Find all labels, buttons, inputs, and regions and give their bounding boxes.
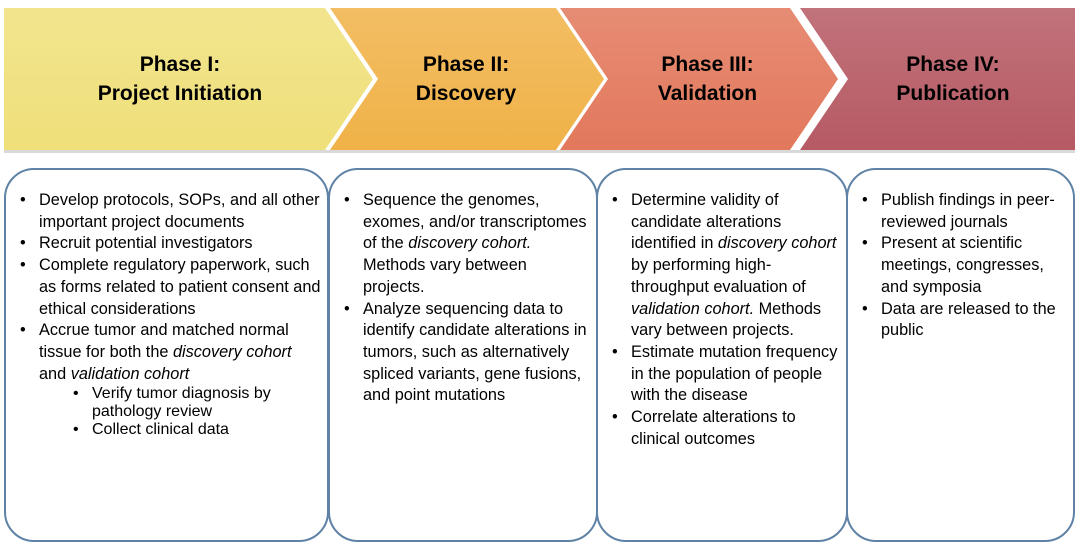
- phase-2-title-number: Phase II:: [422, 53, 510, 76]
- phase-2-title: Phase II: Discovery: [356, 50, 576, 108]
- task-item-text: by performing high-throughput evaluation…: [631, 256, 806, 296]
- phase-1-title-number: Phase I:: [139, 53, 221, 76]
- task-item: Analyze sequencing data to identify cand…: [338, 299, 590, 408]
- phase-1-title-name: Project Initiation: [97, 82, 263, 105]
- task-item-text: Correlate alterations to clinical outcom…: [631, 408, 796, 448]
- task-item-text: Complete regulatory paperwork, such as f…: [39, 256, 321, 318]
- phase-4-chevron: [800, 8, 1075, 150]
- task-item: Recruit potential investigators: [14, 233, 321, 255]
- phase-3-title-number: Phase III:: [661, 53, 754, 76]
- task-item-emphasis: validation cohort.: [631, 299, 755, 318]
- task-item: Complete regulatory paperwork, such as f…: [14, 255, 321, 320]
- task-item: Develop protocols, SOPs, and all other i…: [14, 190, 321, 233]
- task-item: Present at scientific meetings, congress…: [856, 233, 1067, 298]
- phase-2-task-list: Sequence the genomes, exomes, and/or tra…: [338, 190, 590, 407]
- task-item-text: Methods vary between projects.: [631, 299, 822, 340]
- phase-4-task-list: Publish findings in peer-reviewed journa…: [856, 190, 1067, 342]
- phase-4-title-name: Publication: [896, 82, 1010, 105]
- task-item: Accrue tumor and matched normal tissue f…: [14, 320, 321, 385]
- phase-2-details-box: Sequence the genomes, exomes, and/or tra…: [328, 168, 598, 542]
- task-item-text: Publish findings in peer-reviewed journa…: [881, 191, 1055, 231]
- task-item-text: Data are released to the public: [881, 299, 1056, 340]
- task-item-text: Recruit potential investigators: [39, 234, 253, 253]
- task-item-emphasis: discovery cohort.: [408, 234, 532, 253]
- phase-3-title: Phase III: Validation: [600, 50, 815, 108]
- banner-shadow: [4, 150, 1075, 153]
- task-item-text: Analyze sequencing data to identify cand…: [363, 299, 587, 405]
- phase-1-title: Phase I: Project Initiation: [40, 50, 320, 108]
- phase-1-details-box: Develop protocols, SOPs, and all other i…: [4, 168, 329, 542]
- phase-3-chevron: [560, 8, 838, 150]
- task-item: Determine validity of candidate alterati…: [606, 190, 840, 342]
- task-item-text: Accrue tumor and matched normal tissue f…: [39, 321, 289, 361]
- phase-4-title: Phase IV: Publication: [848, 50, 1058, 108]
- phase-arrow-banner: [4, 8, 1075, 153]
- task-item: Data are released to the public: [856, 299, 1067, 342]
- task-item: Sequence the genomes, exomes, and/or tra…: [338, 190, 590, 299]
- task-item: Correlate alterations to clinical outcom…: [606, 407, 840, 450]
- phase-2-chevron: [330, 8, 604, 150]
- phase-3-title-name: Validation: [657, 82, 758, 105]
- task-item-emphasis: discovery cohort: [717, 234, 837, 253]
- phase-4-details-box: Publish findings in peer-reviewed journa…: [846, 168, 1075, 542]
- subtask-item: Verify tumor diagnosis by pathology revi…: [67, 385, 321, 421]
- task-item: Publish findings in peer-reviewed journa…: [856, 190, 1067, 233]
- task-item: Estimate mutation frequency in the popul…: [606, 342, 840, 407]
- task-item-text: Methods vary between projects.: [363, 256, 527, 296]
- task-item-emphasis: validation cohort: [70, 364, 190, 383]
- task-item-text: Develop protocols, SOPs, and all other i…: [39, 191, 320, 231]
- task-item-text: Determine validity of candidate alterati…: [631, 191, 782, 253]
- task-item-text: Estimate mutation frequency in the popul…: [631, 342, 838, 405]
- task-item-text: Present at scientific meetings, congress…: [881, 234, 1044, 296]
- phase-3-task-list: Determine validity of candidate alterati…: [606, 190, 840, 450]
- task-item-text: Sequence the genomes, exomes, and/or tra…: [363, 191, 587, 253]
- phase-1-chevron: [4, 8, 373, 150]
- phase-3-details-box: Determine validity of candidate alterati…: [596, 168, 848, 542]
- task-item-emphasis: discovery cohort: [172, 342, 292, 361]
- phase-1-subtask-list: Verify tumor diagnosis by pathology revi…: [14, 385, 321, 439]
- phase-1-task-list: Develop protocols, SOPs, and all other i…: [14, 190, 321, 385]
- task-item-text: and: [39, 364, 71, 383]
- subtask-item: Collect clinical data: [67, 421, 321, 439]
- phase-2-title-name: Discovery: [415, 82, 517, 105]
- phase-4-title-number: Phase IV:: [906, 53, 1000, 76]
